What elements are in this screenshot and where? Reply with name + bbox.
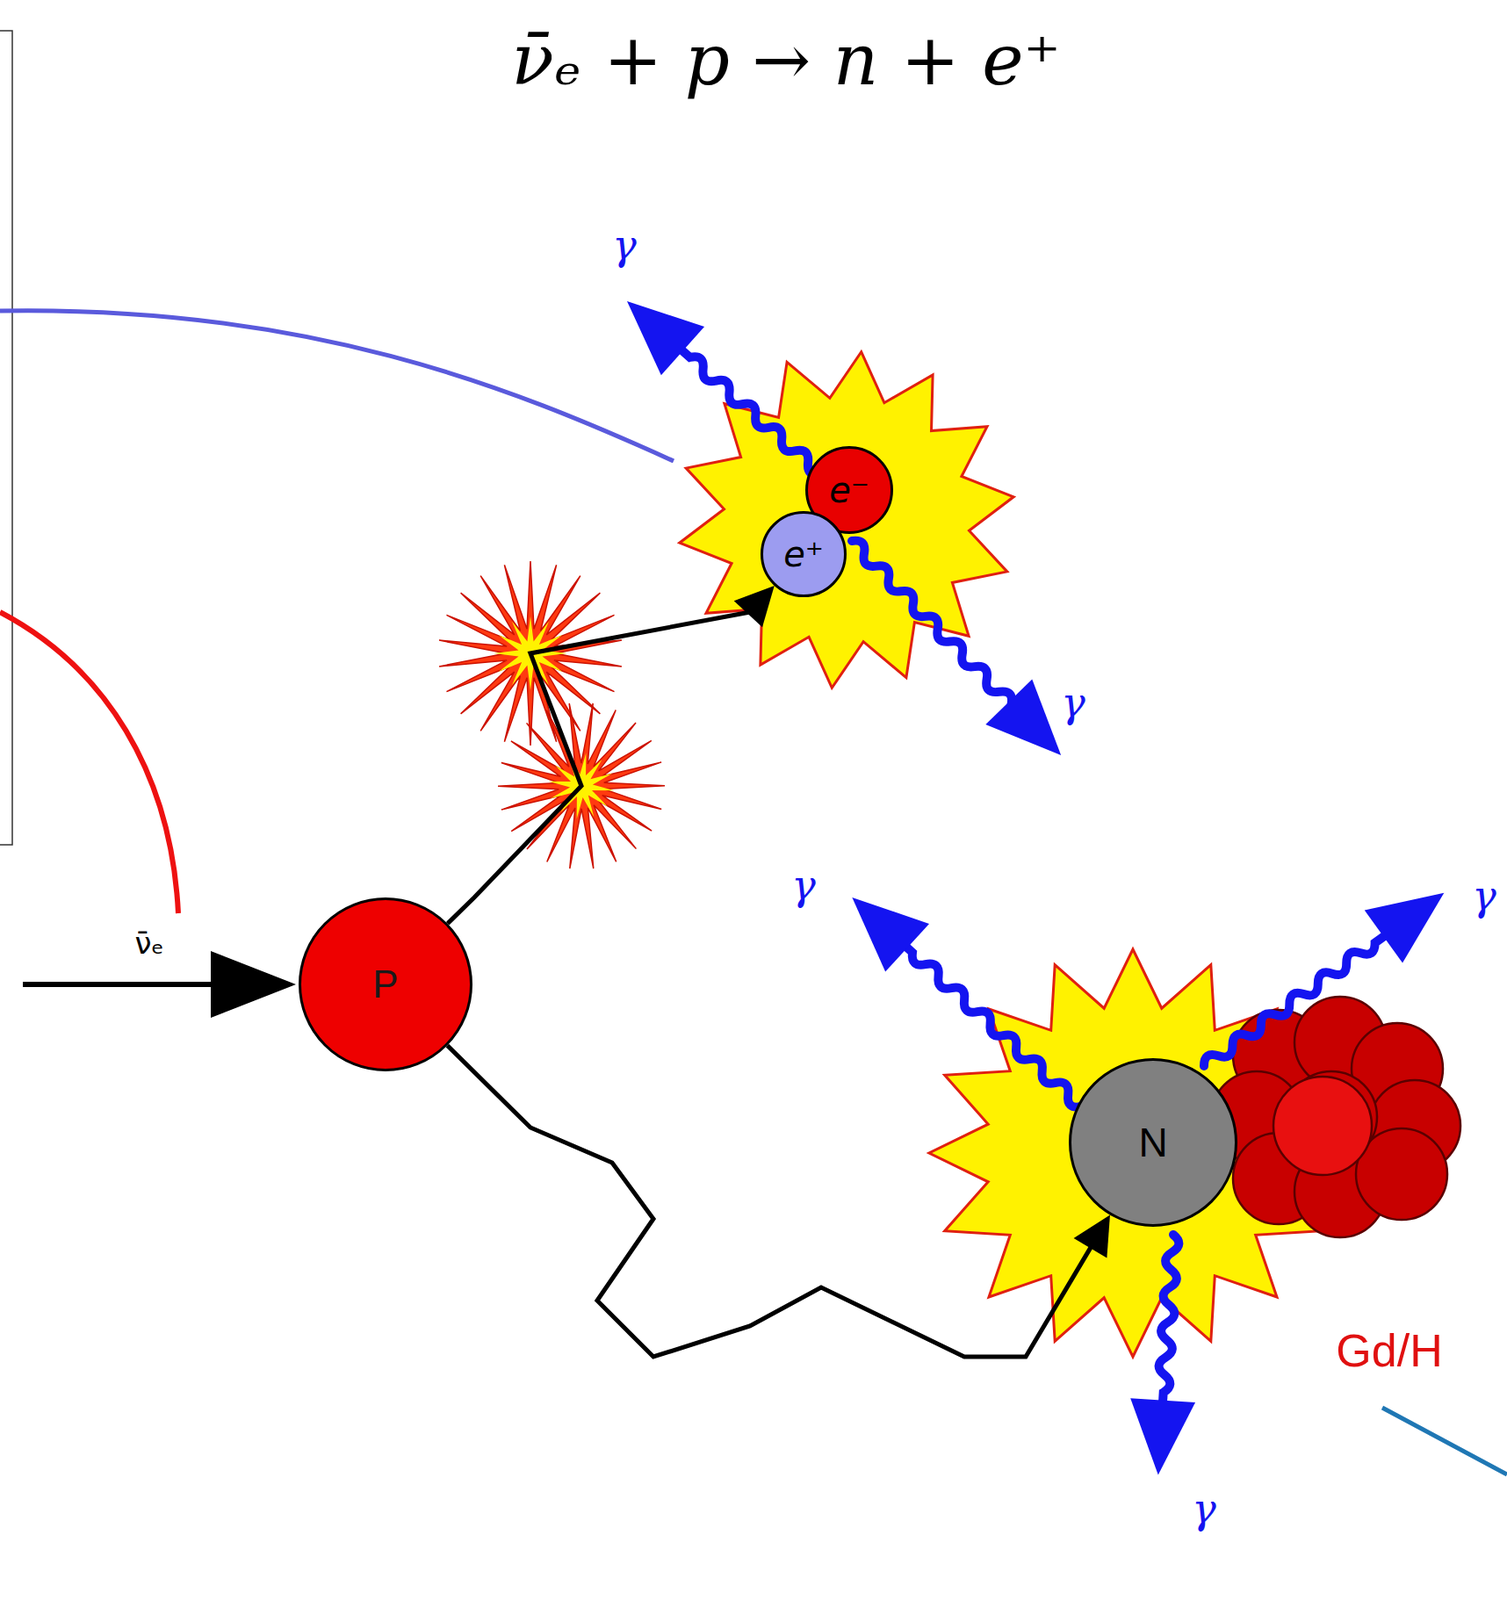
gamma-label: γ xyxy=(1191,1485,1217,1533)
gamma-wave xyxy=(1200,927,1394,1072)
leader-line xyxy=(1382,1407,1507,1475)
gamma-arrowhead xyxy=(1125,1398,1196,1477)
gamma-arrowhead xyxy=(829,873,930,973)
gamma-arrowhead xyxy=(1364,866,1464,964)
positron-circle: e⁺ xyxy=(760,511,847,598)
gamma-label: γ xyxy=(1471,872,1497,920)
gamma-ray xyxy=(1125,1233,1206,1478)
node-label: N xyxy=(1138,1120,1168,1166)
gamma-wave xyxy=(847,536,1019,712)
node-label: P xyxy=(372,963,398,1006)
capture-label: Gd/H xyxy=(1335,1324,1443,1378)
particle-track xyxy=(447,1045,1111,1357)
neutron-circle: N xyxy=(1068,1058,1238,1227)
node-label: e⁺ xyxy=(783,534,824,574)
panel-border xyxy=(0,30,13,845)
gamma-arrowhead xyxy=(605,276,705,375)
proton-circle: P xyxy=(298,897,473,1072)
nucleon xyxy=(1273,1076,1372,1176)
leader-line xyxy=(0,612,179,914)
track-line xyxy=(447,612,750,924)
track-line xyxy=(447,1045,1091,1357)
gamma-wave xyxy=(1156,1234,1180,1409)
gamma-label: γ xyxy=(1060,678,1086,727)
neutrino-track xyxy=(22,981,220,988)
track-arrowhead xyxy=(210,951,296,1018)
gamma-wave xyxy=(897,937,1086,1111)
particle-track xyxy=(447,585,775,924)
gamma-ray xyxy=(829,873,1104,1132)
track-arrowhead xyxy=(734,585,775,628)
equation-title: ν̄ₑ + p → n + e⁺ xyxy=(511,19,1061,101)
track-arrowhead xyxy=(1074,1215,1111,1259)
gamma-label: γ xyxy=(791,861,816,909)
gamma-ray xyxy=(605,276,843,498)
leader-line xyxy=(0,310,674,462)
gamma-ray xyxy=(829,518,1085,779)
particle-label: ν̄ₑ xyxy=(134,925,164,961)
gamma-label: γ xyxy=(612,221,637,269)
gamma-ray xyxy=(1184,866,1464,1093)
gamma-wave xyxy=(672,340,826,479)
node-label: e⁻ xyxy=(829,470,870,510)
